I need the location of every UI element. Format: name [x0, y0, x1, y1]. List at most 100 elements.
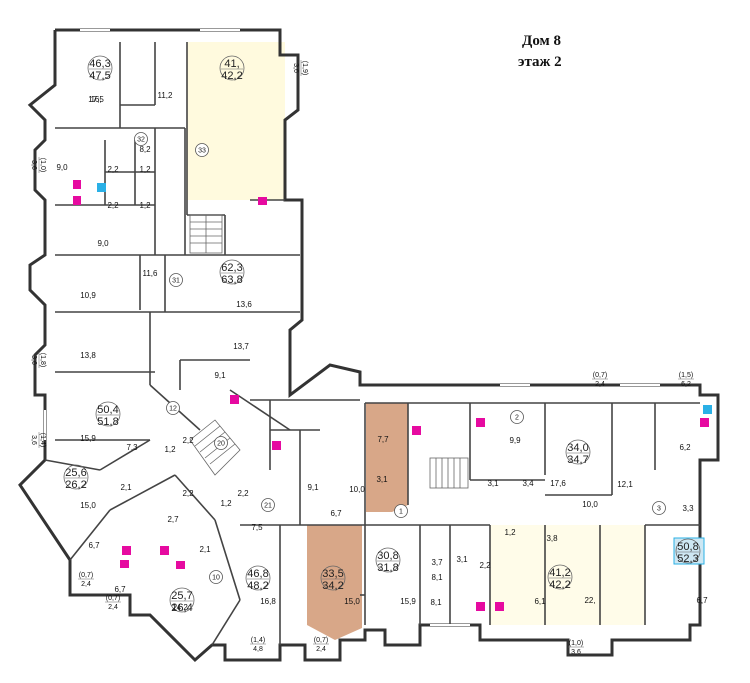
room-area: 9,0: [56, 163, 68, 172]
room-area: 6,7: [330, 509, 342, 518]
apartment-total[interactable]: 41,42,2: [219, 55, 245, 82]
balcony-labels: (1,9)3,6(1,0)3,6(1,8)3,6(1,4)3,6(0,7)2,4…: [30, 60, 694, 656]
balcony-area-reduced: (1,4): [251, 637, 265, 644]
apartment-total[interactable]: 62,363,8: [219, 259, 245, 286]
balcony-area-reduced: (1,0): [39, 158, 46, 172]
room-area: 1,2: [139, 165, 151, 174]
room-area: 10,0: [582, 500, 598, 509]
room-area: 8,2: [139, 145, 151, 154]
apartment-area-full: 26,4: [171, 602, 192, 614]
room-area: 1,2: [139, 201, 151, 210]
apartment-area-total: 46,3: [89, 58, 110, 70]
apartment-total[interactable]: 50,852,3: [675, 538, 701, 565]
apartment-total[interactable]: 50,451,8: [95, 401, 121, 428]
apartment-area-full: 42,2: [221, 70, 242, 82]
room-area: 6,7: [114, 585, 126, 594]
apartment-area-total: 46,8: [247, 568, 268, 580]
room-area: 3,1: [376, 475, 388, 484]
interior-walls-west: [44, 384, 360, 646]
balcony-area: 2,4: [316, 646, 326, 653]
interior-walls-east: [300, 402, 700, 625]
balcony-area-reduced: (1,4): [39, 433, 46, 447]
apartment-area-total: 25,7: [171, 590, 192, 602]
apartment-total[interactable]: 33,534,2: [320, 565, 346, 592]
room-area: 9,1: [307, 483, 319, 492]
unit-number: 10: [212, 575, 220, 582]
apartment-area-full: 51,8: [97, 416, 118, 428]
unit-number-circle: 21: [261, 498, 275, 512]
room-area: 15,0: [344, 597, 360, 606]
room-area: 10,0: [349, 485, 365, 494]
room-area: 1,2: [164, 445, 176, 454]
balcony-area-reduced: (0,7): [314, 637, 328, 644]
apartment-area-full: 52,3: [677, 553, 698, 565]
balcony-area-reduced: (1,9): [301, 61, 308, 75]
room-area: 2,2: [182, 489, 194, 498]
unit-number-circle: 20: [214, 436, 228, 450]
yellow-unit-41[interactable]: [187, 42, 285, 200]
room-area: 11,6: [143, 269, 159, 278]
unit-number: 21: [264, 503, 272, 510]
room-area: 15,9: [80, 434, 96, 443]
room-area: 2,2: [479, 561, 491, 570]
unit-number: 31: [172, 278, 180, 285]
room-area: 2,1: [120, 483, 132, 492]
balcony-label: (1,0) 3,6: [568, 640, 584, 656]
outer-walls: [18, 28, 720, 663]
room-area: 6,2: [679, 443, 691, 452]
highlight-unit-33[interactable]: [307, 525, 362, 640]
room-area: 3,8: [546, 534, 558, 543]
unit-number: 3: [657, 506, 661, 513]
balcony-area: 3,6: [571, 649, 581, 656]
balcony-label: (1,4)3,6: [30, 432, 46, 448]
balcony-area-reduced: (1,0): [569, 640, 583, 647]
unit-number: 20: [217, 441, 225, 448]
room-area: 16,: [90, 95, 101, 104]
room-area: 17,6: [550, 479, 566, 488]
balcony-label: (0,7)2,4: [105, 595, 121, 611]
unit-number: 1: [399, 509, 403, 516]
room-area: 14,2: [172, 603, 188, 612]
room-area: 6,1: [534, 597, 546, 606]
apartment-area-total: 30,8: [377, 550, 398, 562]
apartment-total[interactable]: 46,848,2: [245, 565, 271, 592]
apartment-total[interactable]: 41,242,2: [547, 564, 573, 591]
room-area: 13,7: [233, 342, 249, 351]
balcony-area: 3,6: [292, 63, 299, 73]
apartment-box-50b: [673, 537, 705, 565]
unit-number: 33: [198, 148, 206, 155]
room-area: 2,2: [107, 201, 119, 210]
room-area: 6,7: [696, 596, 708, 605]
room-area: 11,2: [158, 91, 174, 100]
apartment-area-full: 26,2: [65, 479, 86, 491]
unit-number: 12: [169, 406, 177, 413]
balcony-area-reduced: (1,5): [679, 372, 693, 379]
apartment-area-total: 50,4: [97, 404, 118, 416]
building-label: Дом 8: [522, 33, 561, 49]
balcony-area-reduced: (1,8): [39, 353, 46, 367]
balcony-label: (1,8)3,6: [30, 352, 46, 368]
room-area: 3,3: [682, 504, 694, 513]
apartment-total[interactable]: 34,034,7: [565, 439, 591, 466]
yellow-unit-41b[interactable]: [490, 525, 645, 625]
balcony-area: 4,8: [253, 646, 263, 653]
unit-number-circle: 32: [134, 132, 148, 146]
cyan-markers: [97, 183, 712, 414]
interior-walls-north: [55, 42, 300, 390]
apartment-total[interactable]: 30,831,8: [375, 547, 401, 574]
apartment-total[interactable]: 25,726,4: [169, 587, 195, 614]
balcony-area: 6,2: [681, 381, 691, 388]
room-area: 2,2: [182, 436, 194, 445]
balcony-area: 3,6: [30, 355, 37, 365]
apartment-area-full: 47,5: [89, 70, 110, 82]
apartment-totals: 46,347,5 41,42,2 62,363,8 50,451,8 25,626,2 4…: [63, 55, 701, 614]
apartment-total[interactable]: 46,347,5: [87, 55, 113, 82]
room-area: 3,1: [456, 555, 468, 564]
apartment-area-full: 48,2: [247, 580, 268, 592]
unit-number-circle: 1: [394, 504, 408, 518]
unit-number-circle: 3: [652, 501, 666, 515]
highlight-unit-7-7[interactable]: [366, 403, 408, 512]
balcony-label: (0,7) 2,4: [313, 637, 329, 653]
apartment-total[interactable]: 25,626,2: [63, 464, 89, 491]
